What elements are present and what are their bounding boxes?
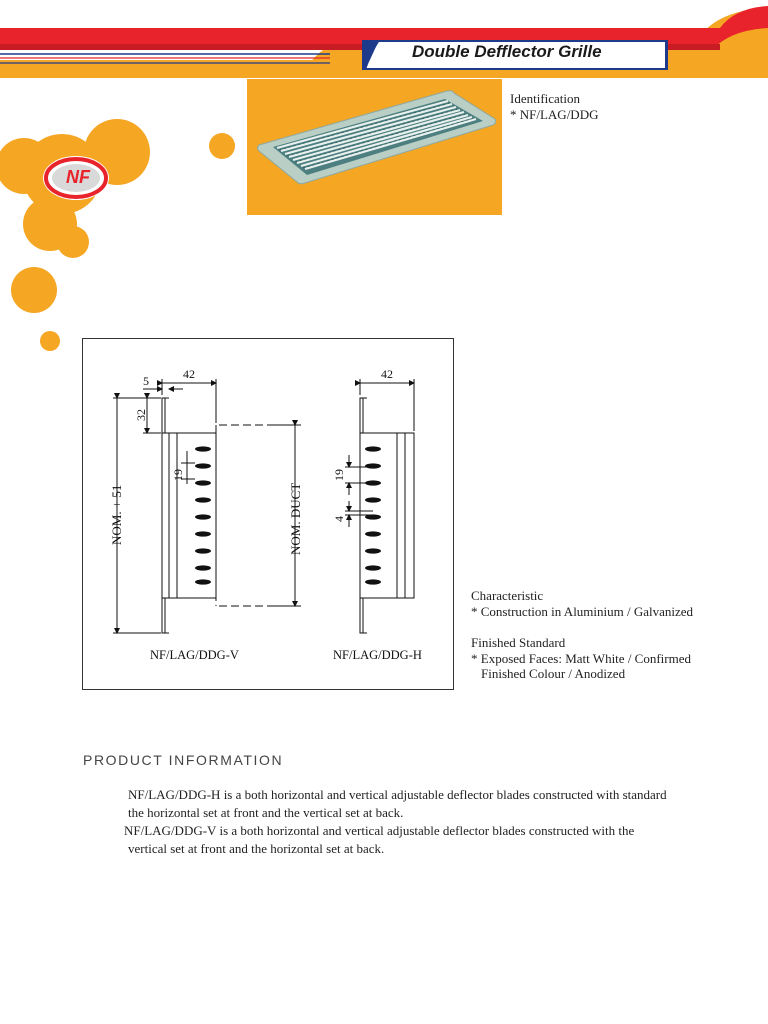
characteristic-item: * Construction in Aluminium / Galvanized <box>471 603 694 619</box>
page-title: Double Defflector Grille <box>412 42 602 61</box>
nom-duct: NOM. DUCT <box>288 483 303 555</box>
blades-left <box>195 446 211 585</box>
product-info-paragraph-2: NF/LAG/DDG-V is a both horizontal and ve… <box>124 822 720 858</box>
logo-text: NF <box>66 167 90 187</box>
nom-plus-51: NOM. + 51 <box>109 485 124 545</box>
product-info-paragraph-1: NF/LAG/DDG-H is a both horizontal and ve… <box>128 786 720 822</box>
finish-item-1: * Exposed Faces: Matt White / Confirmed <box>471 650 691 666</box>
p2-line-1: NF/LAG/DDG-V is a both horizontal and ve… <box>124 823 635 838</box>
dim-42-left: 42 <box>183 367 195 381</box>
grille-image <box>257 90 497 185</box>
drawing-svg: 42 5 42 32 19 19 4 NOM. + 51 NOM. DUCT N… <box>109 367 422 662</box>
header-banner <box>0 6 768 78</box>
p1-line-1: NF/LAG/DDG-H is a both horizontal and ve… <box>128 787 667 802</box>
identification-heading: Identification <box>510 91 581 106</box>
title-plate <box>366 42 665 68</box>
finish-heading: Finished Standard <box>471 635 566 650</box>
logo-icon <box>43 156 109 200</box>
dim-32: 32 <box>134 409 148 421</box>
dim-19-right: 19 <box>332 469 346 481</box>
label-ddg-h: NF/LAG/DDG-H <box>333 648 422 662</box>
characteristic-block: Characteristic * Construction in Alumini… <box>471 588 693 682</box>
dim-4: 4 <box>332 516 346 522</box>
blades-right <box>365 446 381 585</box>
product-info-heading: PRODUCT INFORMATION <box>83 752 284 768</box>
p2-line-2: vertical set at front and the horizontal… <box>128 841 385 856</box>
p1-line-2: the horizontal set at front and the vert… <box>128 805 404 820</box>
identification-code: * NF/LAG/DDG <box>510 106 599 122</box>
dim-5: 5 <box>143 374 149 388</box>
technical-drawing: 42 5 42 32 19 19 4 NOM. + 51 NOM. DUCT N… <box>82 338 454 690</box>
characteristic-heading: Characteristic <box>471 588 544 603</box>
dim-19-left: 19 <box>171 469 185 481</box>
finish-item-2: Finished Colour / Anodized <box>481 666 626 681</box>
dim-42-right: 42 <box>381 367 393 381</box>
product-photo <box>247 79 502 215</box>
label-ddg-v: NF/LAG/DDG-V <box>150 648 239 662</box>
red-band <box>0 6 768 50</box>
identification-block: Identification * NF/LAG/DDG <box>510 91 598 122</box>
decorative-circles <box>0 119 235 351</box>
